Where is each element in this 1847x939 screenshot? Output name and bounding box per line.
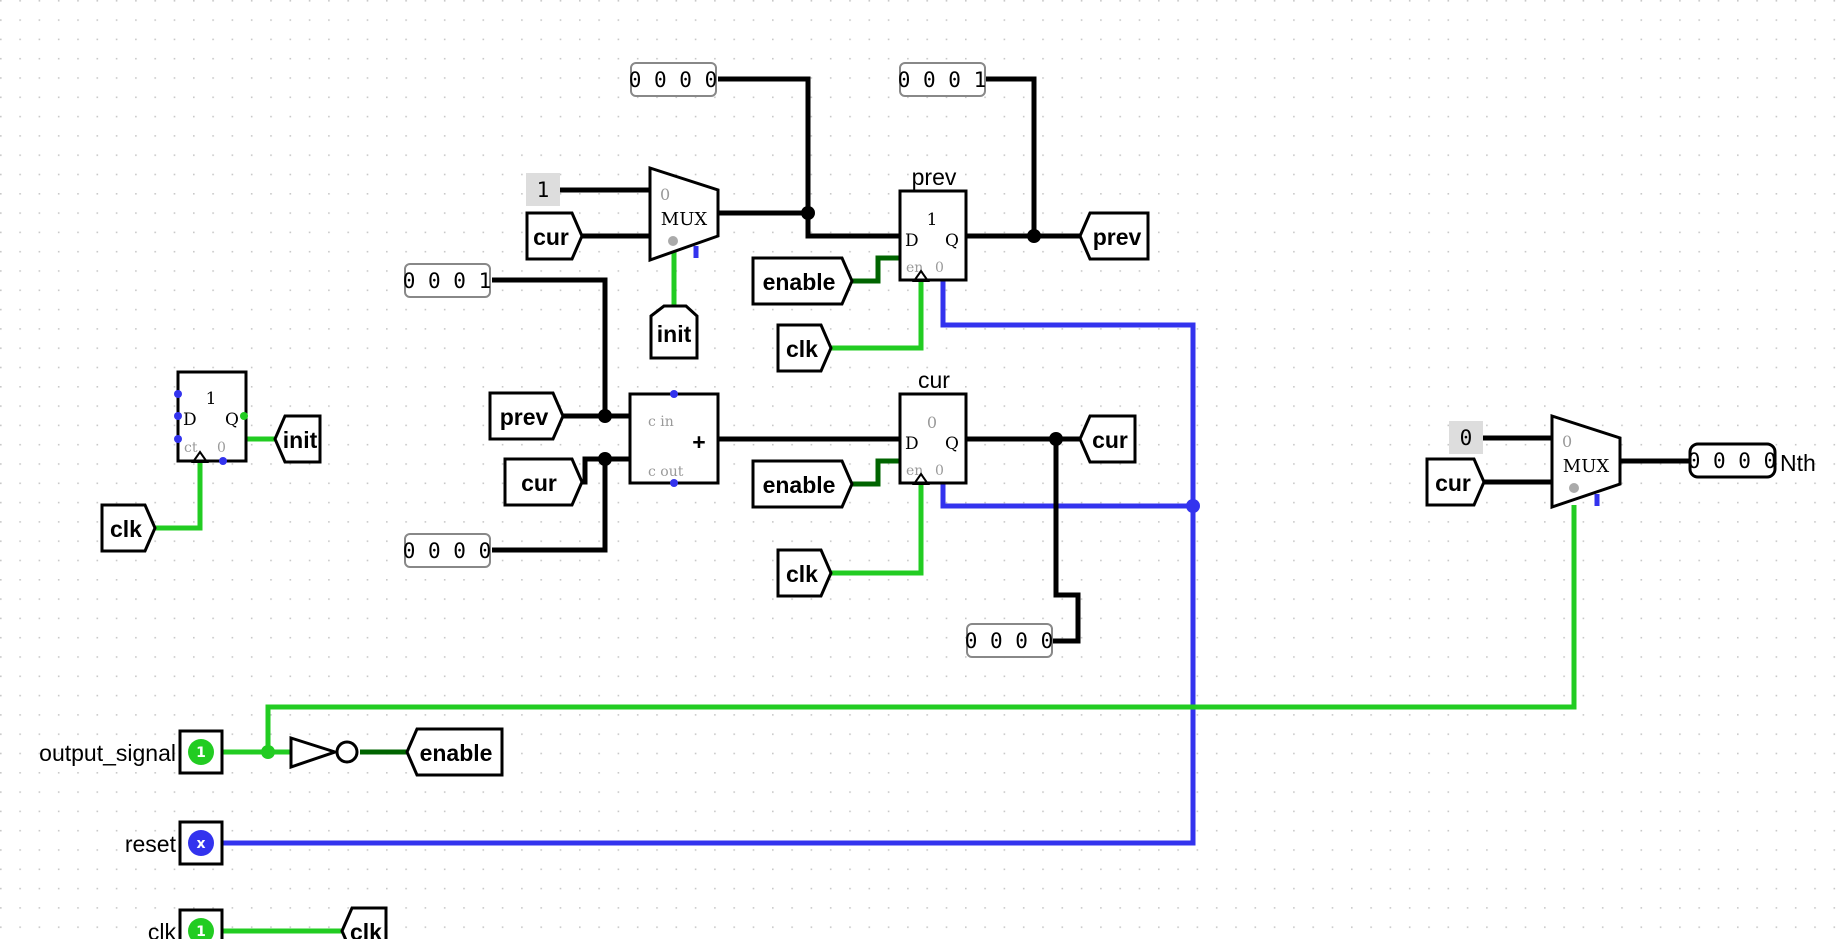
- svg-text:0 0 0 0: 0 0 0 0: [1688, 449, 1777, 473]
- svg-text:D: D: [905, 434, 919, 454]
- svg-text:cur: cur: [1092, 427, 1128, 453]
- register-prev[interactable]: prev 1 D Q en 0: [898, 164, 968, 282]
- not-gate[interactable]: [289, 735, 359, 770]
- constant-low-left[interactable]: 0 0 0 0: [403, 533, 492, 568]
- svg-text:init: init: [283, 427, 318, 453]
- tunnel-clk-cur[interactable]: clk: [776, 548, 833, 598]
- svg-text:1: 1: [206, 389, 217, 409]
- tunnel-cur-out-mux-in[interactable]: cur: [1425, 457, 1486, 507]
- mux-left[interactable]: 0 MUX: [648, 165, 720, 263]
- constant-top-left[interactable]: 0 0 0 0: [629, 62, 718, 97]
- svg-text:enable: enable: [763, 269, 836, 295]
- svg-text:cur: cur: [1435, 470, 1471, 496]
- svg-text:0 0 0 1: 0 0 0 1: [898, 68, 987, 92]
- constant-mux-zero[interactable]: 0: [1449, 421, 1483, 454]
- tunnel-clk-init[interactable]: clk: [100, 503, 157, 553]
- adder[interactable]: c in c out +: [628, 390, 720, 487]
- pin-reset[interactable]: reset x: [125, 820, 224, 866]
- tunnel-init-mux-sel[interactable]: init: [649, 304, 699, 360]
- constant-mux-one[interactable]: 1: [526, 173, 560, 206]
- constant-top-right[interactable]: 0 0 0 1: [898, 62, 987, 97]
- svg-text:c in: c in: [648, 414, 674, 430]
- tunnel-clk-out[interactable]: clk: [340, 906, 388, 939]
- svg-text:0 0 0 1: 0 0 0 1: [403, 269, 492, 293]
- svg-text:1: 1: [537, 178, 550, 202]
- tunnel-enable-out[interactable]: enable: [405, 727, 504, 777]
- svg-text:cur: cur: [533, 224, 569, 250]
- svg-text:Q: Q: [225, 410, 239, 430]
- svg-text:0: 0: [935, 260, 944, 276]
- tunnel-init-out[interactable]: init: [273, 414, 322, 464]
- svg-text:Q: Q: [945, 434, 959, 454]
- pin-clk[interactable]: clk 1: [148, 908, 224, 939]
- tunnel-enable-cur[interactable]: enable: [751, 459, 854, 509]
- svg-text:enable: enable: [420, 740, 493, 766]
- pin-output-signal[interactable]: output_signal 1: [39, 729, 224, 775]
- svg-text:enable: enable: [763, 472, 836, 498]
- svg-text:c out: c out: [648, 464, 684, 480]
- svg-text:Q: Q: [945, 231, 959, 251]
- svg-text:init: init: [657, 321, 692, 347]
- svg-text:0: 0: [660, 185, 670, 204]
- svg-text:0 0 0 0: 0 0 0 0: [403, 539, 492, 563]
- svg-text:0: 0: [217, 440, 226, 456]
- svg-text:0 0 0 0: 0 0 0 0: [965, 629, 1054, 653]
- svg-text:1: 1: [196, 745, 206, 761]
- svg-text:cur: cur: [918, 367, 950, 393]
- svg-text:MUX: MUX: [1563, 456, 1610, 477]
- svg-text:x: x: [196, 836, 205, 852]
- svg-text:0: 0: [927, 413, 937, 432]
- svg-text:prev: prev: [500, 404, 549, 430]
- tunnel-enable-prev[interactable]: enable: [751, 256, 854, 306]
- tunnel-cur-adder-in[interactable]: cur: [503, 457, 584, 507]
- svg-text:+: +: [692, 429, 705, 455]
- svg-text:0: 0: [935, 463, 944, 479]
- svg-text:MUX: MUX: [661, 209, 708, 230]
- wires: [155, 76, 1690, 934]
- svg-text:clk: clk: [110, 516, 142, 542]
- register-init[interactable]: 1 D Q ct 0: [174, 370, 248, 465]
- tunnel-cur-out[interactable]: cur: [1078, 414, 1137, 464]
- svg-text:Nth: Nth: [1780, 450, 1816, 476]
- svg-text:0 0 0 0: 0 0 0 0: [629, 68, 718, 92]
- svg-text:output_signal: output_signal: [39, 740, 176, 766]
- wire-junctions: [261, 206, 1200, 759]
- mux-right[interactable]: 0 MUX: [1550, 413, 1622, 510]
- tunnel-cur-mux-in[interactable]: cur: [525, 211, 584, 261]
- svg-text:en: en: [906, 463, 923, 479]
- tunnel-clk-prev[interactable]: clk: [776, 323, 833, 373]
- svg-text:D: D: [905, 231, 919, 251]
- svg-text:clk: clk: [786, 336, 818, 362]
- svg-text:en: en: [906, 260, 923, 276]
- svg-text:D: D: [183, 410, 197, 430]
- constant-mid-left[interactable]: 0 0 0 1: [403, 263, 492, 298]
- svg-text:1: 1: [196, 924, 206, 939]
- tunnel-prev-out[interactable]: prev: [1078, 211, 1150, 261]
- svg-text:clk: clk: [148, 919, 177, 939]
- svg-text:cur: cur: [521, 470, 557, 496]
- svg-text:ct: ct: [184, 440, 198, 456]
- svg-text:prev: prev: [912, 164, 957, 190]
- svg-text:0: 0: [1460, 426, 1473, 450]
- constant-low-right[interactable]: 0 0 0 0: [965, 623, 1054, 658]
- tunnel-prev-adder-in[interactable]: prev: [488, 391, 565, 441]
- svg-text:clk: clk: [786, 561, 818, 587]
- register-cur[interactable]: cur 0 D Q en 0: [898, 367, 968, 485]
- output-probe-nth: 0 0 0 0 Nth: [1688, 442, 1816, 479]
- svg-text:1: 1: [927, 210, 938, 230]
- svg-text:reset: reset: [125, 831, 177, 857]
- svg-text:clk: clk: [350, 919, 382, 939]
- svg-text:0: 0: [1562, 432, 1572, 451]
- svg-text:prev: prev: [1093, 224, 1142, 250]
